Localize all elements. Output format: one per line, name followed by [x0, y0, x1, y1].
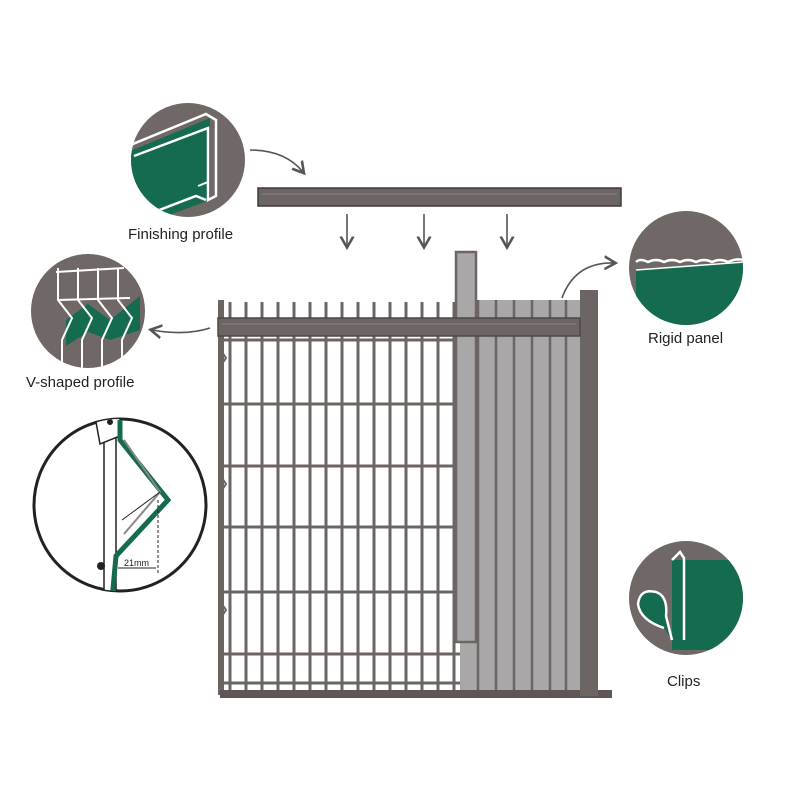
fence-panel	[218, 252, 612, 698]
finishing-profile-icon	[128, 103, 245, 230]
finishing-profile-label: Finishing profile	[128, 226, 233, 243]
clips-icon	[629, 541, 744, 655]
v-profile-detail-icon: 21mm	[34, 412, 206, 600]
v-shaped-profile-icon	[31, 254, 145, 370]
v-shaped-profile-label: V-shaped profile	[26, 374, 134, 391]
finishing-profile-bar	[258, 188, 621, 206]
rigid-panel-icon	[629, 211, 744, 330]
dimension-label: 21mm	[124, 558, 149, 568]
arrow-curved-icon	[152, 328, 210, 333]
arrow-curved-icon	[250, 150, 303, 172]
clips-label: Clips	[667, 673, 700, 690]
arrow-down-icon	[347, 214, 507, 246]
rigid-panel-label: Rigid panel	[648, 330, 723, 347]
